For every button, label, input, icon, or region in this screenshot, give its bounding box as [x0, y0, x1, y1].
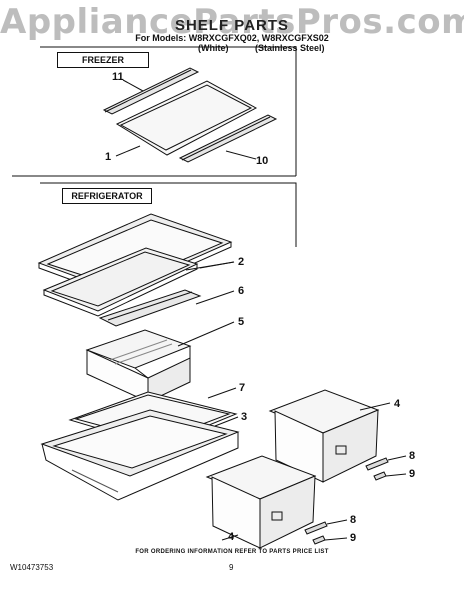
watermark-text: AppliancePartsPros.com	[0, 2, 464, 42]
callout-9-right: 9	[409, 468, 416, 480]
leader-4-right	[359, 402, 391, 411]
leader-9-right	[385, 473, 407, 477]
leader-6	[195, 290, 235, 305]
callout-7: 7	[239, 382, 246, 394]
leader-4-left	[221, 534, 239, 541]
part-5-pan-drawer	[85, 329, 192, 403]
part-2-shelf-frame-lower	[42, 247, 199, 317]
document-id: W10473753	[10, 563, 54, 572]
callout-8-right: 8	[409, 450, 416, 462]
leader-8-right	[387, 455, 407, 461]
color-stainless: (Stainless Steel)	[255, 43, 325, 53]
freezer-frame	[40, 46, 297, 176]
callout-2: 2	[238, 256, 245, 268]
ordering-note: FOR ORDERING INFORMATION REFER TO PARTS …	[135, 549, 329, 555]
refrigerator-frame	[40, 182, 297, 247]
callout-11: 11	[112, 71, 124, 83]
leader-7	[207, 387, 237, 399]
part-4-crisper-drawer-right	[268, 389, 380, 483]
callout-8-left: 8	[350, 514, 357, 526]
leader-3	[214, 416, 239, 427]
leader-10	[225, 150, 257, 160]
leader-5	[177, 321, 235, 347]
page-number: 9	[229, 563, 234, 572]
part-4-crisper-drawer-left	[205, 455, 317, 549]
callout-4-right: 4	[394, 398, 401, 410]
part-9-clip-right	[373, 471, 387, 481]
callout-10: 10	[256, 155, 269, 167]
section-label-refrigerator: REFRIGERATOR	[62, 188, 152, 204]
models-line: For Models: W8RXCGFXQ02, W8RXCGFXS02	[135, 33, 329, 43]
callout-4-left: 4	[228, 531, 235, 543]
leader-8-left	[326, 519, 348, 525]
leader-1	[115, 145, 141, 157]
part-1-glass-shelf	[115, 80, 258, 156]
callout-1: 1	[105, 151, 112, 163]
color-white: (White)	[198, 43, 229, 53]
leader-11	[122, 79, 144, 92]
part-11-shelf-rail	[102, 67, 200, 115]
leader-9-left	[324, 537, 348, 541]
part-9-clip-left	[312, 535, 326, 545]
callout-3: 3	[241, 411, 248, 423]
section-label-freezer: FREEZER	[57, 52, 149, 68]
leader-2b	[185, 261, 235, 271]
part-8-slide-right	[365, 457, 389, 471]
part-8-slide-left	[304, 521, 328, 535]
page-title: SHELF PARTS	[174, 17, 290, 34]
callout-5: 5	[238, 316, 245, 328]
part-6-shelf-trim	[98, 289, 202, 327]
callout-6: 6	[238, 285, 245, 297]
part-3-crisper-cover	[40, 409, 240, 501]
callout-9-left: 9	[350, 532, 357, 544]
part-10-shelf-rail	[178, 114, 278, 163]
